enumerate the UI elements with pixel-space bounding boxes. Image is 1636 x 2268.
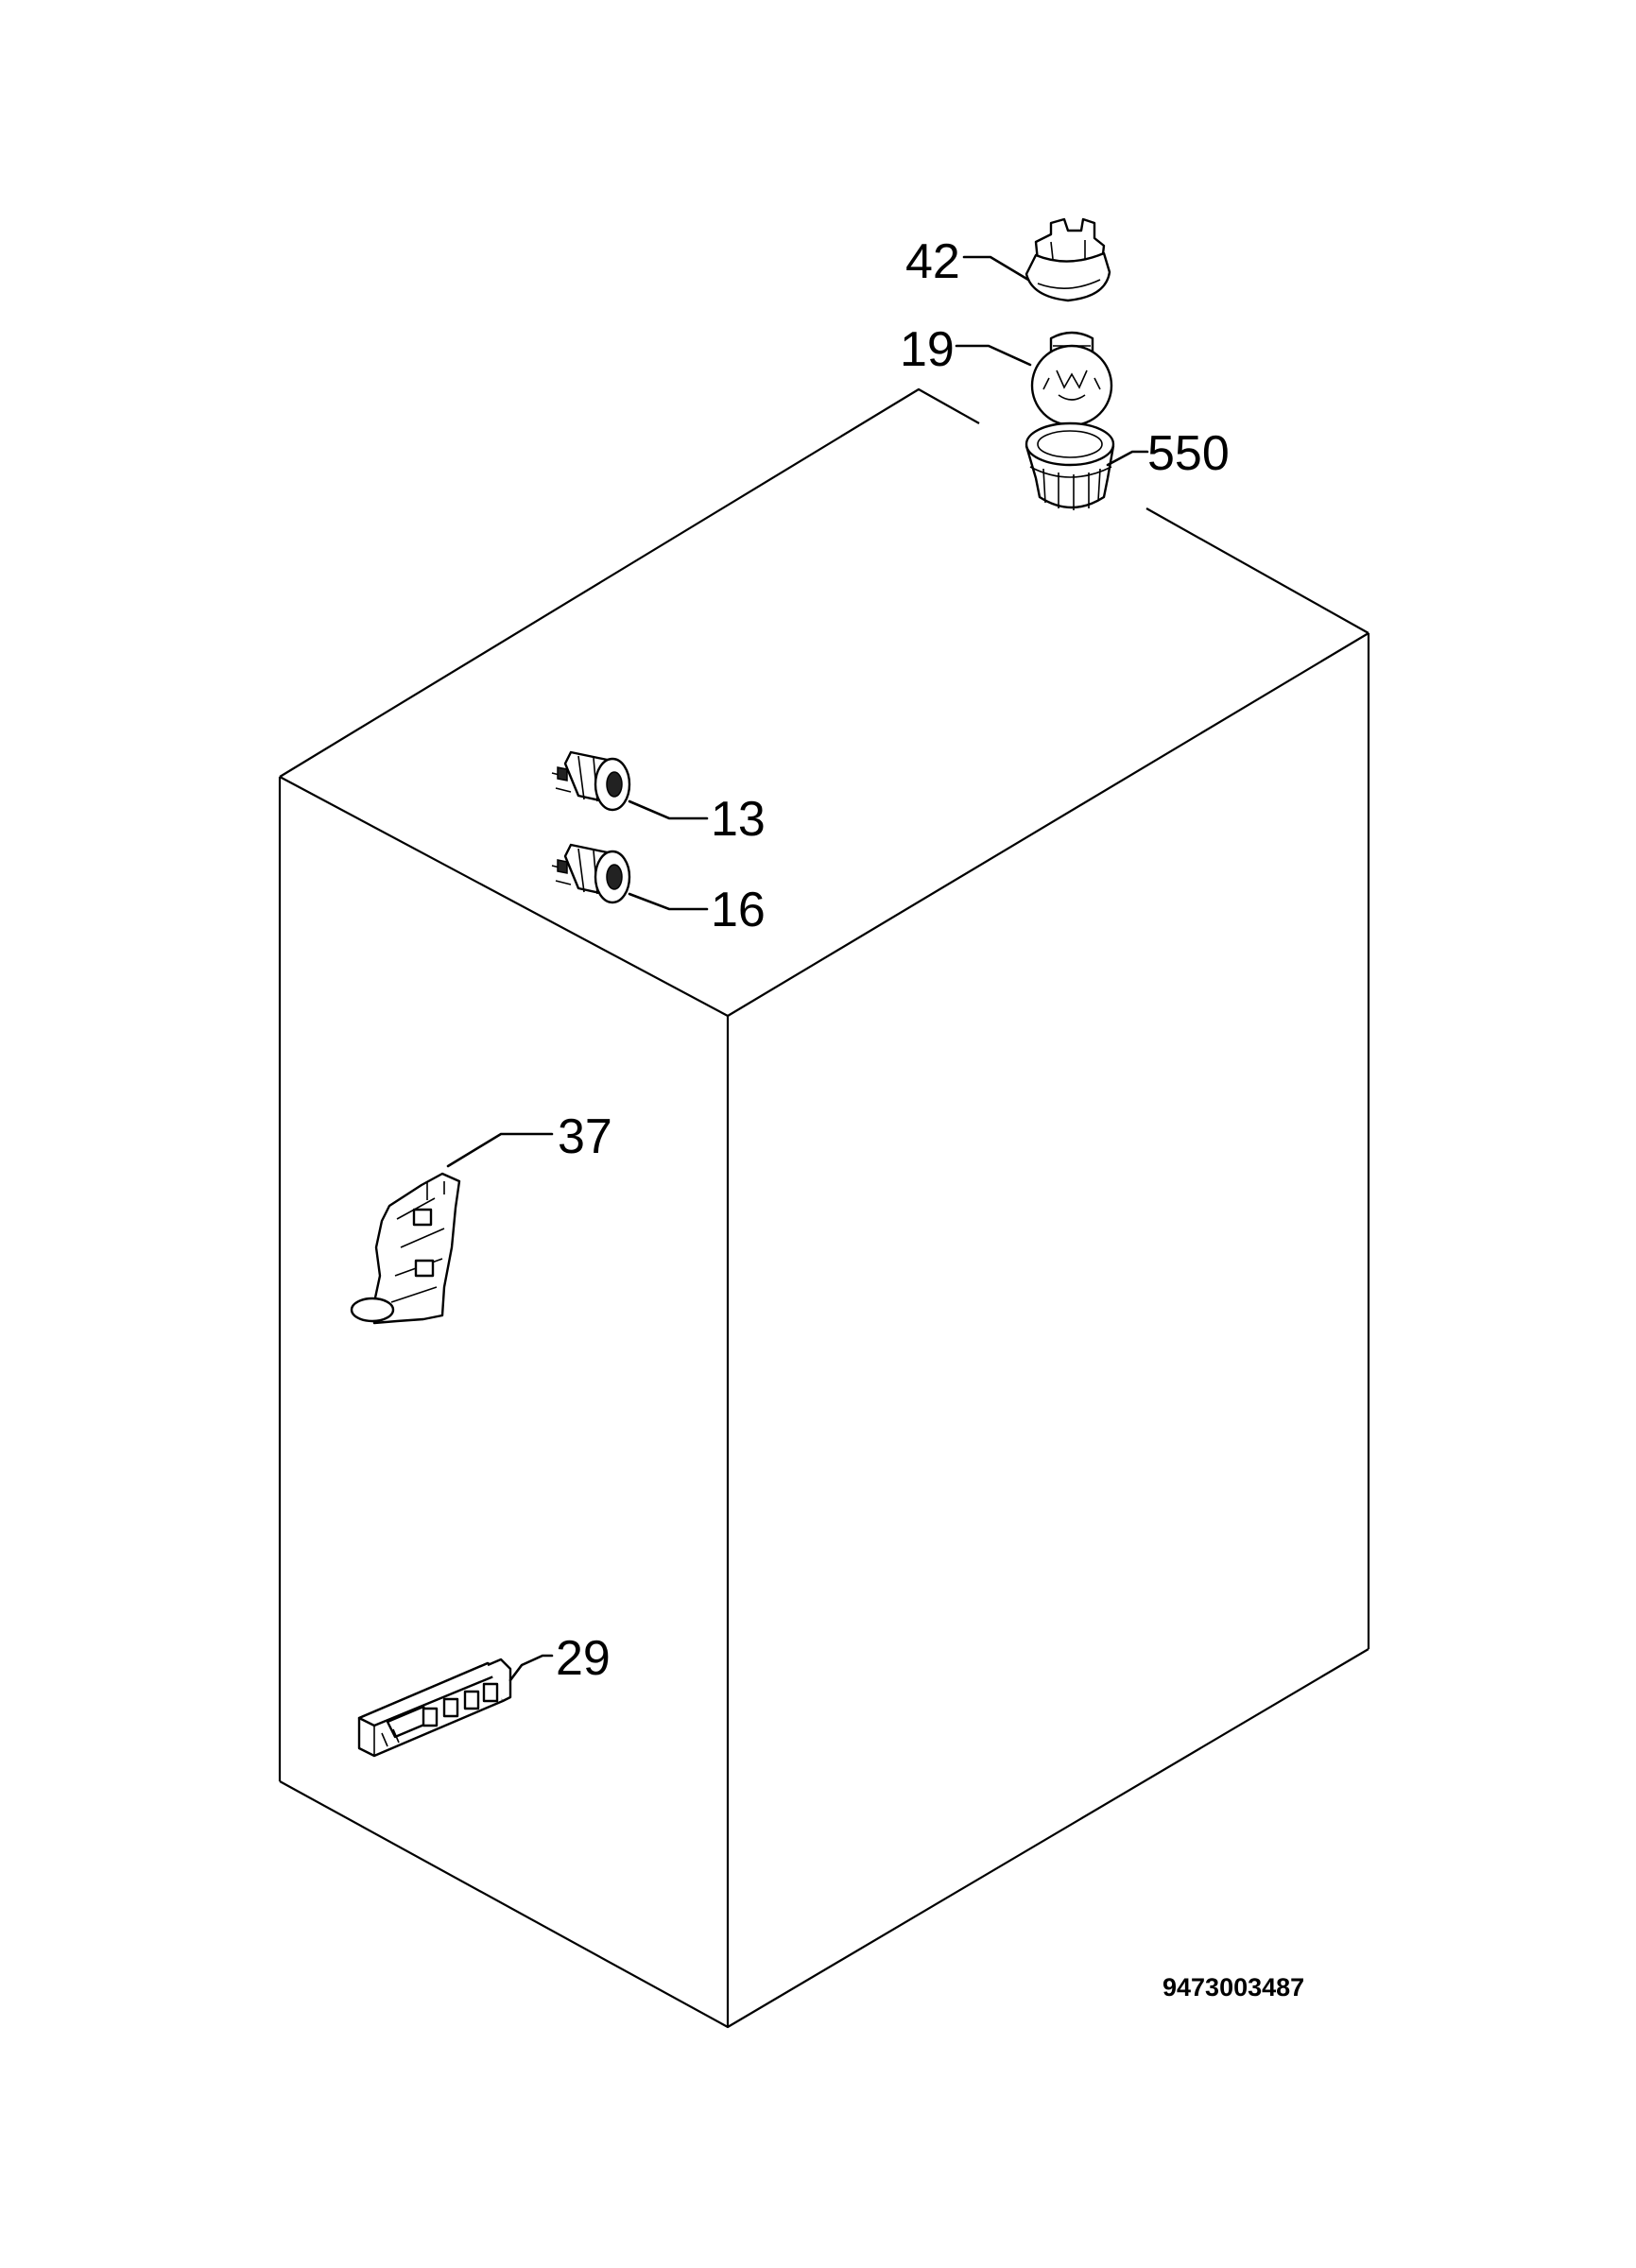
part-37-terminal-block[interactable] xyxy=(350,1172,461,1325)
label-16: 16 xyxy=(711,883,766,937)
label-19: 19 xyxy=(900,322,955,377)
part-16-indicator-lamp[interactable] xyxy=(551,843,631,904)
part-13-indicator-lamp[interactable] xyxy=(551,750,631,812)
cabinet-bottom-edges xyxy=(279,1648,1369,2029)
leader-line-42 xyxy=(962,255,1030,282)
leader-line-16 xyxy=(628,892,709,911)
label-550: 550 xyxy=(1147,426,1230,481)
cabinet-vertical-edges xyxy=(278,633,1370,2027)
label-37: 37 xyxy=(558,1109,612,1164)
leader-line-550 xyxy=(1106,450,1149,467)
leader-line-13 xyxy=(628,799,709,820)
label-29: 29 xyxy=(556,1631,611,1686)
label-13: 13 xyxy=(711,792,766,847)
leader-line-19 xyxy=(955,344,1032,367)
part-19-lamp-bulb[interactable] xyxy=(1030,331,1113,427)
drawing-code: 9473003487 xyxy=(1162,1973,1304,2002)
cabinet-outline xyxy=(278,387,1370,2029)
part-42-lamp-holder[interactable] xyxy=(1025,217,1111,302)
cabinet-front-left-edge xyxy=(279,632,1369,1018)
leader-line-29 xyxy=(508,1654,554,1682)
label-42: 42 xyxy=(905,234,960,289)
part-550-lamp-cover[interactable] xyxy=(1025,421,1115,510)
cabinet-top-right-edge xyxy=(1145,507,1369,634)
part-29-ignition-generator[interactable] xyxy=(357,1658,512,1758)
cabinet-top-left-edge xyxy=(279,387,980,778)
leader-line-37 xyxy=(446,1132,554,1168)
